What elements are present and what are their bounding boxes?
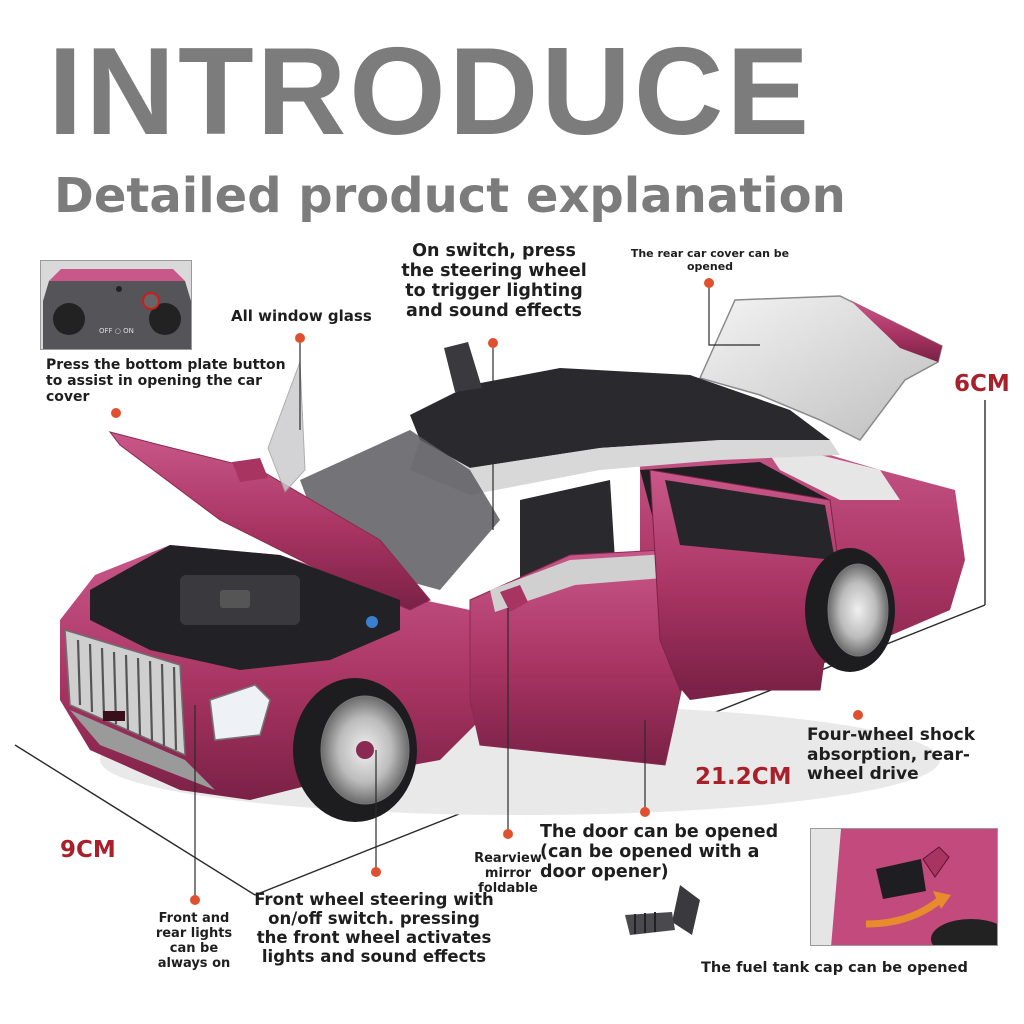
callout-switch-steering: On switch, press the steering wheel to t… [401,241,587,322]
callout-front-wheel: Front wheel steering with on/off switch.… [254,890,494,966]
hood [90,431,431,670]
callout-lights: Front and rear lights can be always on [155,911,233,971]
switch-marks: OFF ○ ON [99,327,134,335]
front-grille [64,628,215,790]
front-wheel [293,678,417,822]
side-mirror [500,585,528,612]
dimension-width: 9CM [60,837,116,863]
headlight [209,684,271,741]
window-glass [267,361,306,493]
dimension-length: 21.2CM [695,764,792,790]
leader-lines [194,283,760,900]
trunk-lid [698,295,943,441]
bottom-plate-graphic [41,261,191,349]
fuel-cap-graphic [811,829,997,945]
callout-bottom-plate: Press the bottom plate button to assist … [46,357,286,406]
bottom-plate-inset: OFF ○ ON [40,260,192,350]
rear-wheel [805,548,895,672]
page-subtitle: Detailed product explanation [54,168,846,224]
callout-window-glass: All window glass [231,307,372,325]
callout-fuel-cap: The fuel tank cap can be opened [701,960,968,976]
marker-dots [111,278,863,905]
callout-door: The door can be opened (can be opened wi… [540,822,779,883]
callout-rearview-mirror: Rearview mirror foldable [474,851,542,896]
page-title: INTRODUCE [48,23,813,161]
screw-icon [625,885,700,935]
callout-rear-cover: The rear car cover can be opened [630,247,790,273]
callout-shock-absorption: Four-wheel shock absorption, rear-wheel … [807,725,976,785]
dimension-height: 6CM [954,371,1010,397]
fuel-cap-inset [810,828,998,946]
